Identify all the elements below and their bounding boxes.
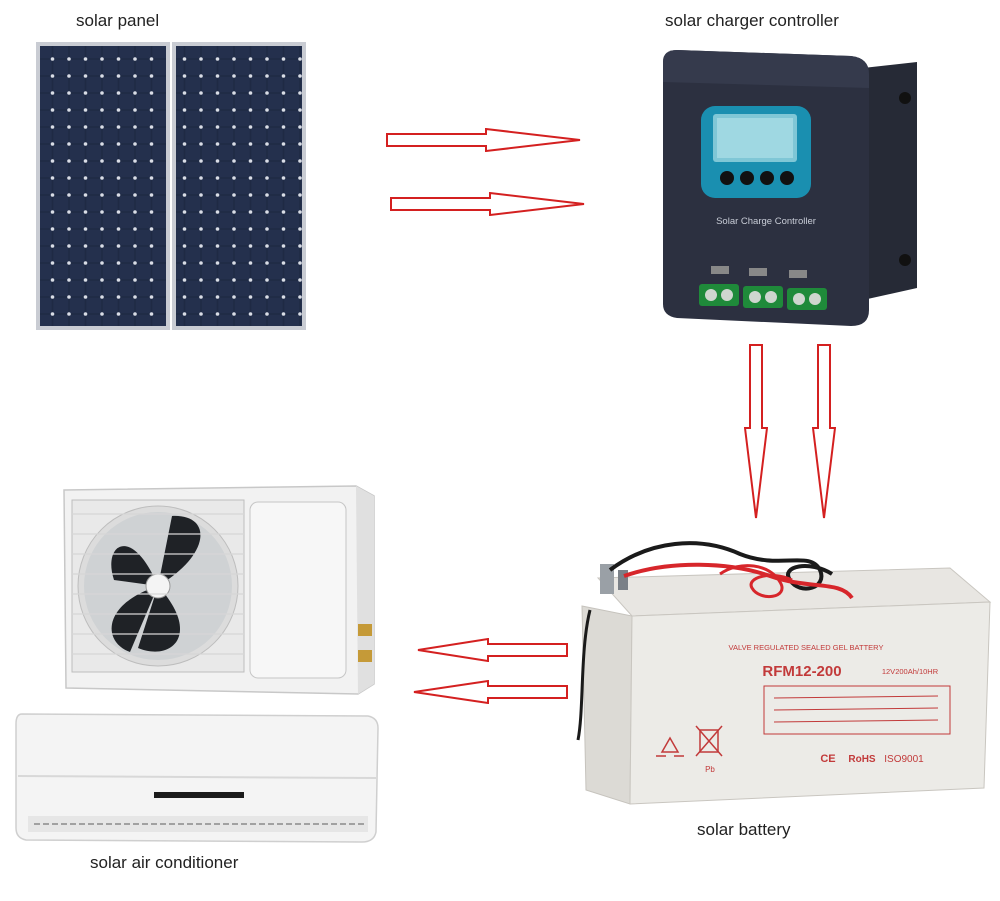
ac-indoor-unit — [14, 712, 380, 844]
solar-panel-right — [172, 42, 306, 330]
arrow-battery-to-ac-bottom — [412, 680, 568, 704]
solar-battery-label: solar battery — [697, 820, 791, 839]
battery-model: RFM12-200 — [762, 663, 841, 680]
air-conditioner-label: solar air conditioner — [90, 853, 239, 872]
recycle-icon — [656, 736, 684, 757]
controller-face-text: Solar Charge Controller — [716, 216, 816, 227]
battery-cert-ce: CE — [820, 753, 835, 765]
crossed-bin-icon — [695, 725, 723, 757]
solar-battery: VALVE REGULATED SEALED GEL BATTERY RFM12… — [570, 540, 994, 812]
battery-cert-rohs: RoHS — [848, 754, 876, 765]
battery-pb-label: Pb — [705, 765, 715, 774]
charge-controller-label: solar charger controller — [665, 11, 839, 30]
battery-rating: 12V200Ah/10HR — [882, 667, 939, 676]
arrow-controller-to-battery-left — [744, 344, 768, 520]
solar-charge-controller: Solar Charge Controller — [655, 48, 925, 332]
arrow-controller-to-battery-right — [812, 344, 836, 520]
arrow-battery-to-ac-top — [416, 638, 568, 662]
arrow-panel-to-controller-top — [386, 128, 582, 152]
ac-outdoor-unit — [62, 484, 378, 696]
solar-panels — [36, 42, 308, 332]
battery-top-text: VALVE REGULATED SEALED GEL BATTERY — [729, 643, 884, 652]
solar-panel-left — [36, 42, 170, 330]
arrow-panel-to-controller-bottom — [390, 192, 586, 216]
battery-cert-iso: ISO9001 — [884, 754, 924, 765]
solar-panel-label: solar panel — [76, 11, 160, 30]
